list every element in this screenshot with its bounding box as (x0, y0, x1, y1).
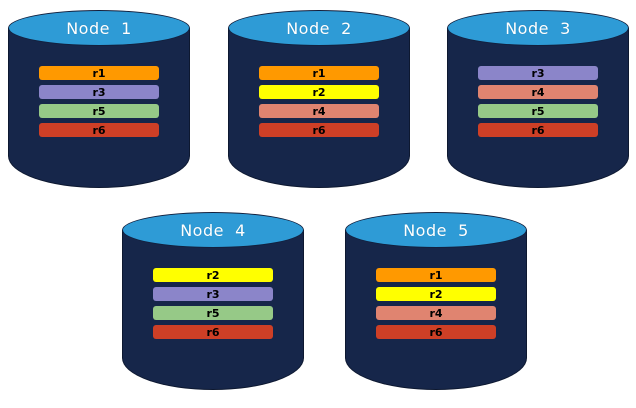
replica-bar[interactable]: r6 (38, 123, 160, 137)
replica-bar[interactable]: r3 (477, 66, 599, 80)
replica-bar[interactable]: r6 (258, 123, 380, 137)
replica-bar[interactable]: r2 (375, 287, 497, 301)
replica-stack: r2 r3 r5 r6 (122, 268, 304, 339)
node-label: Node 3 (505, 18, 571, 38)
node-label: Node 2 (286, 18, 352, 38)
cylinder-top-ellipse (345, 212, 527, 248)
replica-bar[interactable]: r4 (258, 104, 380, 118)
cylinder-top-ellipse (122, 212, 304, 248)
replica-bar[interactable]: r3 (152, 287, 274, 301)
replica-bar[interactable]: r4 (477, 85, 599, 99)
replica-bar[interactable]: r4 (375, 306, 497, 320)
replica-bar[interactable]: r1 (258, 66, 380, 80)
replica-bar[interactable]: r5 (152, 306, 274, 320)
node-label: Node 4 (180, 220, 246, 240)
replica-bar[interactable]: r6 (152, 325, 274, 339)
node-cylinder-3[interactable]: Node 3 r3 r4 r5 r6 (447, 10, 629, 188)
node-cylinder-1[interactable]: Node 1 r1 r3 r5 r6 (8, 10, 190, 188)
cylinder-top-ellipse (8, 10, 190, 46)
cylinder-top-ellipse (447, 10, 629, 46)
replica-bar[interactable]: r5 (38, 104, 160, 118)
cylinder-top-ellipse (228, 10, 410, 46)
replica-bar[interactable]: r1 (375, 268, 497, 282)
replica-stack: r3 r4 r5 r6 (447, 66, 629, 137)
node-label: Node 5 (403, 220, 469, 240)
node-label: Node 1 (66, 18, 132, 38)
replica-bar[interactable]: r3 (38, 85, 160, 99)
replica-bar[interactable]: r6 (375, 325, 497, 339)
replica-stack: r1 r2 r4 r6 (345, 268, 527, 339)
replica-bar[interactable]: r5 (477, 104, 599, 118)
replica-bar[interactable]: r1 (38, 66, 160, 80)
replica-bar[interactable]: r2 (152, 268, 274, 282)
replica-stack: r1 r3 r5 r6 (8, 66, 190, 137)
node-cylinder-4[interactable]: Node 4 r2 r3 r5 r6 (122, 212, 304, 390)
node-cylinder-5[interactable]: Node 5 r1 r2 r4 r6 (345, 212, 527, 390)
replica-bar[interactable]: r2 (258, 85, 380, 99)
replica-stack: r1 r2 r4 r6 (228, 66, 410, 137)
replica-bar[interactable]: r6 (477, 123, 599, 137)
node-cylinder-2[interactable]: Node 2 r1 r2 r4 r6 (228, 10, 410, 188)
